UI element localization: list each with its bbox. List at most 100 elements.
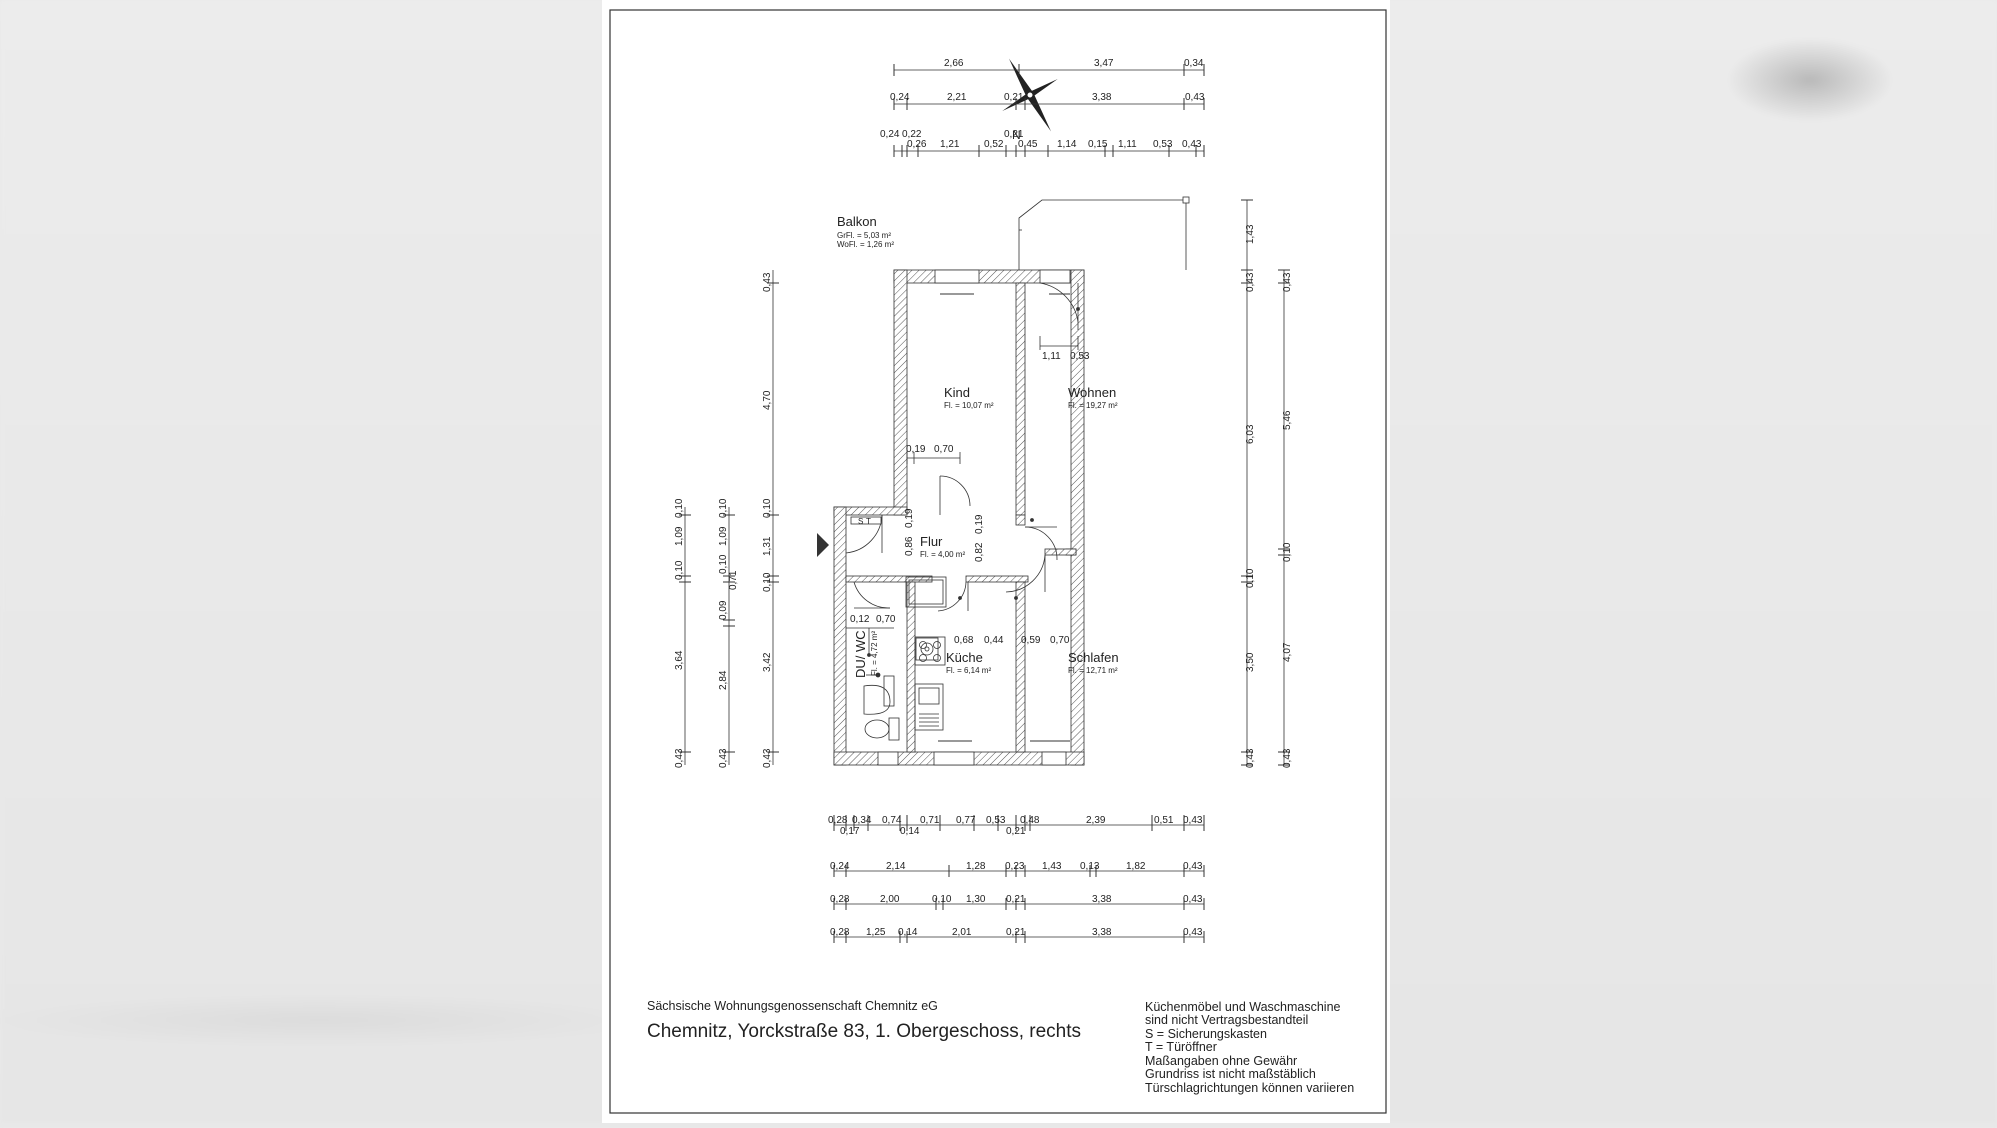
svg-text:1,09: 1,09 <box>674 526 685 546</box>
svg-text:2,66: 2,66 <box>944 58 964 69</box>
svg-text:1,43: 1,43 <box>1245 224 1256 244</box>
svg-text:0,10: 0,10 <box>1245 568 1256 588</box>
svg-text:0,34: 0,34 <box>1184 58 1204 69</box>
svg-text:2,14: 2,14 <box>886 861 906 872</box>
room-wohnen-area: Fl. = 19,27 m² <box>1068 401 1118 410</box>
svg-text:0,21: 0,21 <box>1006 826 1026 837</box>
svg-text:0,09: 0,09 <box>718 600 729 620</box>
svg-text:3,38: 3,38 <box>1092 92 1112 103</box>
dimension-labels-bottom: 0,28 0,34 0,74 0,71 0,77 0,53 0,48 2,39 … <box>828 815 1203 938</box>
floor-plan-drawing: S T Balkon GrFl. = 5,03 m² WoFl. = 1,26 … <box>609 9 1387 1114</box>
svg-text:0,24: 0,24 <box>890 92 910 103</box>
svg-text:1,09: 1,09 <box>718 526 729 546</box>
room-balkon-wofl: WoFl. = 1,26 m² <box>837 240 894 249</box>
room-labels: Balkon GrFl. = 5,03 m² WoFl. = 1,26 m² K… <box>837 214 1119 678</box>
svg-text:0,10: 0,10 <box>674 498 685 518</box>
svg-text:0,23: 0,23 <box>1005 861 1025 872</box>
svg-text:4,07: 4,07 <box>1282 642 1293 662</box>
svg-text:1,11: 1,11 <box>1042 351 1061 362</box>
svg-text:0,43: 0,43 <box>1245 748 1256 768</box>
svg-text:1,30: 1,30 <box>966 894 986 905</box>
dimension-labels-interior: 0,19 0,70 1,11 0,53 0,86 0,19 0,82 0,19 … <box>850 351 1090 646</box>
room-schlafen-label: Schlafen <box>1068 650 1119 665</box>
svg-text:0,43: 0,43 <box>1183 927 1203 938</box>
svg-text:0,44: 0,44 <box>984 635 1004 646</box>
svg-text:0,53: 0,53 <box>986 815 1006 826</box>
svg-text:0,10: 0,10 <box>932 894 952 905</box>
svg-text:0,21: 0,21 <box>1004 129 1024 140</box>
svg-text:0,43: 0,43 <box>1182 139 1202 150</box>
svg-text:3,47: 3,47 <box>1094 58 1114 69</box>
room-duwc-label: DU/ WC <box>853 630 868 678</box>
balcony <box>1018 196 1190 270</box>
svg-text:0,82: 0,82 <box>974 542 985 562</box>
svg-text:0,59: 0,59 <box>1021 635 1041 646</box>
kitchen-fixtures <box>905 576 947 731</box>
svg-text:0,70: 0,70 <box>876 614 896 625</box>
svg-text:0,28: 0,28 <box>830 894 850 905</box>
svg-text:0,10: 0,10 <box>762 498 773 518</box>
svg-text:0,10: 0,10 <box>762 572 773 592</box>
room-schlafen-area: Fl. = 12,71 m² <box>1068 666 1118 675</box>
svg-text:0,70: 0,70 <box>1050 635 1070 646</box>
svg-text:0,53: 0,53 <box>1070 351 1090 362</box>
room-kind-area: Fl. = 10,07 m² <box>944 401 994 410</box>
svg-text:1,82: 1,82 <box>1126 861 1146 872</box>
dimension-labels-right: 1,43 0,43 6,03 0,10 3,50 0,43 0,43 5,46 … <box>1245 224 1293 768</box>
svg-text:0,86: 0,86 <box>904 536 915 556</box>
dimension-lines-right <box>1241 199 1290 766</box>
floor-plan-sheet: S T Balkon GrFl. = 5,03 m² WoFl. = 1,26 … <box>602 0 1390 1123</box>
svg-text:0,43: 0,43 <box>718 748 729 768</box>
svg-text:0,10: 0,10 <box>1282 542 1293 562</box>
svg-text:0,14: 0,14 <box>898 927 918 938</box>
room-duwc-area: Fl. = 4,72 m² <box>870 631 879 676</box>
svg-text:0,68: 0,68 <box>954 635 974 646</box>
room-balkon-label: Balkon <box>837 214 877 229</box>
svg-text:0,28: 0,28 <box>830 927 850 938</box>
svg-text:1,14: 1,14 <box>1057 139 1077 150</box>
svg-text:3,50: 3,50 <box>1245 652 1256 672</box>
svg-text:0,10: 0,10 <box>674 560 685 580</box>
svg-text:0,22: 0,22 <box>902 129 922 140</box>
svg-text:0,43: 0,43 <box>1245 272 1256 292</box>
note-2: sind nicht Vertragsbestandteil <box>1145 1013 1308 1027</box>
svg-text:0,43: 0,43 <box>1183 894 1203 905</box>
svg-text:1,11: 1,11 <box>1118 139 1137 150</box>
svg-text:3,38: 3,38 <box>1092 927 1112 938</box>
svg-text:0,21: 0,21 <box>1004 92 1024 103</box>
svg-text:1,31: 1,31 <box>762 536 773 556</box>
svg-text:0,19: 0,19 <box>906 444 926 455</box>
svg-text:0,21: 0,21 <box>1006 927 1026 938</box>
svg-text:0,14: 0,14 <box>900 826 920 837</box>
room-kind-label: Kind <box>944 385 970 400</box>
svg-text:0,28: 0,28 <box>828 815 848 826</box>
note-4: T = Türöffner <box>1145 1040 1217 1054</box>
svg-text:0,43: 0,43 <box>1183 861 1203 872</box>
drawing-frame <box>609 9 1387 1114</box>
bathroom-fixtures <box>863 628 939 741</box>
svg-text:0,10: 0,10 <box>718 498 729 518</box>
svg-text:0,19: 0,19 <box>904 508 915 528</box>
room-wohnen-label: Wohnen <box>1068 385 1116 400</box>
svg-text:0,24: 0,24 <box>880 129 900 140</box>
note-6: Grundriss ist nicht maßstäblich <box>1145 1067 1316 1081</box>
svg-text:0,12: 0,12 <box>850 614 870 625</box>
svg-text:0,43: 0,43 <box>674 748 685 768</box>
note-3: S = Sicherungskasten <box>1145 1027 1267 1041</box>
walls <box>833 269 1085 766</box>
svg-text:0,43: 0,43 <box>1282 748 1293 768</box>
svg-text:3,42: 3,42 <box>762 652 773 672</box>
svg-text:0,13: 0,13 <box>1080 861 1100 872</box>
address-title: Chemnitz, Yorckstraße 83, 1. Obergeschos… <box>647 1021 1081 1042</box>
room-balkon-grfl: GrFl. = 5,03 m² <box>837 231 891 240</box>
svg-text:2,21: 2,21 <box>947 92 967 103</box>
svg-text:2,39: 2,39 <box>1086 815 1106 826</box>
svg-text:6,03: 6,03 <box>1245 424 1256 444</box>
svg-text:0,77: 0,77 <box>956 815 976 826</box>
svg-text:0,48: 0,48 <box>1020 815 1040 826</box>
note-7: Türschlagrichtungen können variieren <box>1145 1081 1354 1095</box>
svg-text:0,15: 0,15 <box>1088 139 1108 150</box>
svg-text:0,71: 0,71 <box>920 815 940 826</box>
svg-text:0,43: 0,43 <box>1185 92 1205 103</box>
svg-text:4,70: 4,70 <box>762 390 773 410</box>
